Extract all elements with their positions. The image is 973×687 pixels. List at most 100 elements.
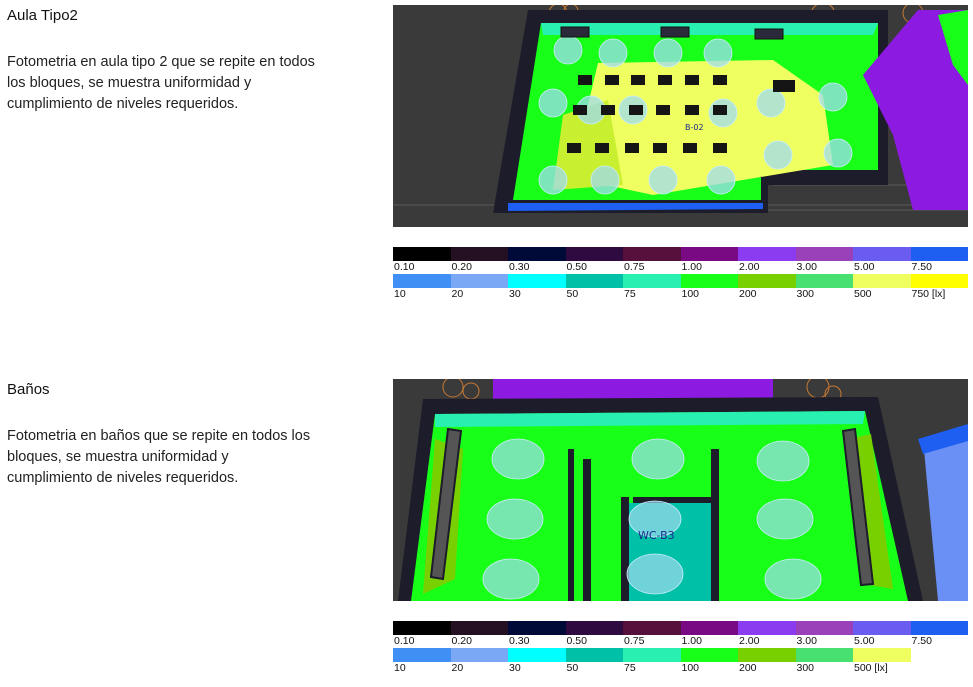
scale-bottom-label: 200 — [739, 662, 757, 674]
scale-top-swatch — [565, 621, 623, 635]
scale-top-label: 7.50 — [911, 635, 932, 647]
scale-top-label: 0.50 — [566, 261, 587, 273]
scale-top-swatch — [910, 247, 968, 261]
scale-bottom-swatch — [911, 648, 969, 662]
scale-top-labels: 0.10 0.20 0.30 0.50 0.75 1.00 2.00 3.00 … — [393, 635, 968, 648]
scale-top-label: 2.00 — [739, 635, 760, 647]
scale-bottom-label: 20 — [451, 662, 464, 674]
scale-bottom-swatch — [508, 274, 566, 288]
photometry-render-classroom: B-02 — [393, 5, 968, 227]
render-room-label: WC-B3 — [638, 529, 675, 542]
scale-top-swatch — [393, 621, 451, 635]
scale-top-swatch — [623, 247, 681, 261]
scale-top-swatch — [393, 247, 451, 261]
scale-top-swatch — [680, 247, 738, 261]
scale-bottom-swatch — [565, 274, 623, 288]
scale-bottom-label: 30 — [509, 662, 521, 674]
scale-top-labels: 0.10 0.20 0.30 0.50 0.75 1.00 2.00 3.00 … — [393, 261, 968, 274]
scale-top-label: 0.30 — [509, 635, 530, 647]
scale-bottom-swatch — [853, 274, 911, 288]
scale-bottom-label: 30 — [509, 288, 521, 300]
scale-bottom-swatch — [738, 274, 796, 288]
render-room-label: B-02 — [685, 123, 704, 132]
scale-top-swatch — [450, 621, 508, 635]
scale-bottom-swatch — [393, 274, 451, 288]
scale-bottom-swatch — [795, 274, 853, 288]
scale-bottom-swatch — [565, 648, 623, 662]
scale-bottom-label: 500 — [854, 288, 872, 300]
scale-top-swatch — [680, 621, 738, 635]
scale-top-bar — [393, 247, 968, 261]
scale-top-label: 0.30 — [509, 261, 530, 273]
scale-bottom-swatch — [393, 648, 451, 662]
scale-top-swatch — [565, 247, 623, 261]
scale-top-label: 0.75 — [624, 261, 645, 273]
scale-top-swatch — [508, 247, 566, 261]
scale-bottom-bar — [393, 274, 968, 288]
scale-top-swatch — [795, 621, 853, 635]
scale-bottom-swatch — [623, 648, 681, 662]
scale-top-swatch — [795, 247, 853, 261]
scale-bottom-label: 75 — [624, 288, 636, 300]
scale-bottom-swatch — [680, 648, 738, 662]
scale-bottom-label: 300 — [796, 288, 815, 300]
scale-top-swatch — [853, 247, 911, 261]
scale-top-label: 0.10 — [394, 635, 415, 647]
scale-bottom-label: 300 — [796, 662, 815, 674]
section-description: Fotometria en aula tipo 2 que se repite … — [7, 54, 315, 112]
scale-top-label: 0.20 — [451, 635, 472, 647]
scale-bottom-label: 50 — [566, 288, 579, 300]
scale-top-label: 1.00 — [681, 261, 702, 273]
scale-top-label: 1.00 — [681, 635, 702, 647]
scale-bottom-swatch — [450, 274, 508, 288]
scale-bottom-label: 200 — [739, 288, 757, 300]
restroom-render-image: WC-B3 — [393, 379, 968, 601]
scale-bottom-swatch — [680, 274, 738, 288]
illuminance-scale-banos: 0.10 0.20 0.30 0.50 0.75 1.00 2.00 3.00 … — [393, 621, 968, 675]
scale-top-swatch — [738, 247, 796, 261]
scale-top-swatch — [738, 621, 796, 635]
scale-bottom-label: 50 — [566, 662, 579, 674]
scale-bottom-label: 10 — [394, 288, 406, 300]
scale-bottom-label: 10 — [394, 662, 406, 674]
classroom-render-image: B-02 — [393, 5, 968, 227]
scale-bottom-swatch — [508, 648, 566, 662]
scale-bottom-swatch — [623, 274, 681, 288]
scale-bottom-labels: 10 20 30 50 75 100 200 300 500 [lx] — [393, 662, 968, 675]
scale-top-swatch — [853, 621, 911, 635]
scale-bottom-swatch — [795, 648, 853, 662]
scale-top-label: 3.00 — [796, 635, 817, 647]
section-banos: Baños Fotometria en baños que se repite … — [0, 373, 973, 687]
scale-bottom-label — [911, 662, 969, 675]
scale-top-label: 5.00 — [854, 261, 875, 273]
scale-top-label: 0.10 — [394, 261, 415, 273]
scale-bottom-label: 500 [lx] — [854, 662, 888, 674]
photometry-render-restroom: WC-B3 — [393, 379, 968, 601]
scale-top-label: 0.50 — [566, 635, 587, 647]
scale-bottom-label: 75 — [624, 662, 636, 674]
scale-bottom-label: 20 — [451, 288, 464, 300]
scale-bottom-swatch — [738, 648, 796, 662]
scale-top-label: 0.75 — [624, 635, 645, 647]
section-description: Fotometria en baños que se repite en tod… — [7, 428, 311, 486]
scale-bottom-bar — [393, 648, 968, 662]
scale-top-swatch — [508, 621, 566, 635]
scale-top-label: 7.50 — [911, 261, 932, 273]
scale-top-swatch — [623, 621, 681, 635]
scale-top-label: 0.20 — [451, 261, 472, 273]
scale-bottom-swatch — [853, 648, 911, 662]
section-title: Baños — [7, 381, 50, 398]
scale-bottom-label: 100 — [681, 288, 700, 300]
illuminance-scale-aula: 0.10 0.20 0.30 0.50 0.75 1.00 2.00 3.00 … — [393, 247, 968, 301]
scale-top-label: 3.00 — [796, 261, 817, 273]
scale-top-label: 2.00 — [739, 261, 760, 273]
section-aula-tipo2: Aula Tipo2 Fotometria en aula tipo 2 que… — [0, 0, 973, 330]
scale-top-swatch — [910, 621, 968, 635]
scale-top-label: 5.00 — [854, 635, 875, 647]
scale-bottom-swatch — [450, 648, 508, 662]
scale-top-bar — [393, 621, 968, 635]
scale-top-swatch — [450, 247, 508, 261]
scale-bottom-labels: 10 20 30 50 75 100 200 300 500 750 [lx] — [393, 288, 968, 301]
scale-bottom-label: 100 — [681, 662, 700, 674]
scale-bottom-swatch — [910, 274, 968, 288]
